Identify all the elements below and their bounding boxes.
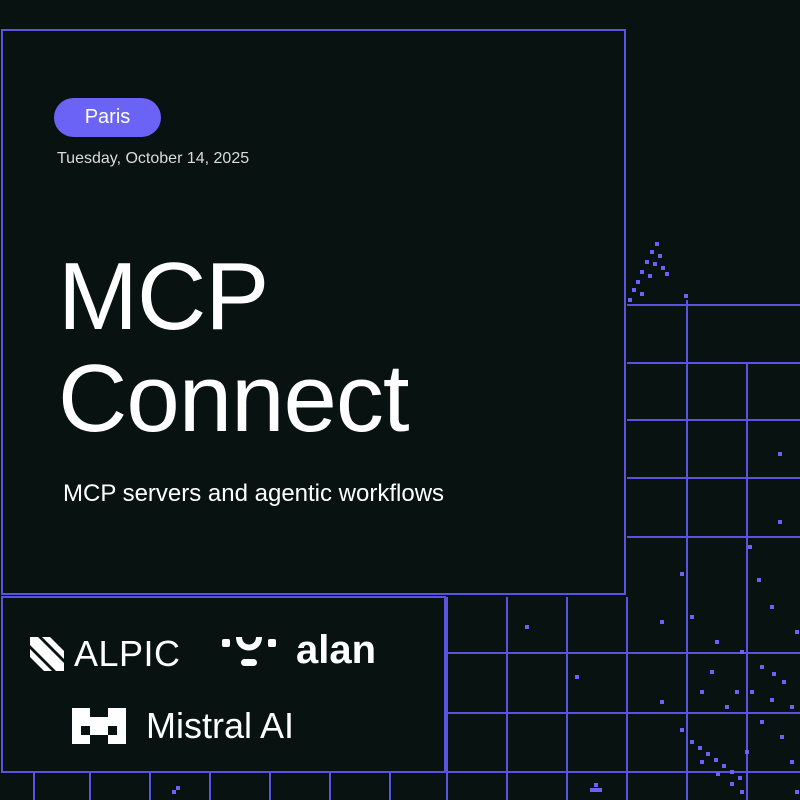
alan-wordmark: alan (296, 628, 377, 672)
mistral-wordmark: Mistral AI (146, 705, 295, 746)
title-card-frame (1, 29, 626, 595)
alpic-wordmark: ALPIC (74, 633, 181, 674)
title-line-2: Connect (58, 345, 410, 452)
event-date: Tuesday, October 14, 2025 (57, 150, 250, 167)
alan-logo-icon (222, 636, 276, 666)
alpic-logo-icon (30, 637, 64, 671)
city-badge: Paris (54, 98, 161, 137)
mistral-logo-icon (72, 708, 126, 744)
event-title: MCP Connect (58, 243, 410, 452)
event-subtitle: MCP servers and agentic workflows (63, 480, 445, 507)
mistral-logo: Mistral AI (72, 705, 294, 747)
alpic-logo: ALPIC (30, 633, 181, 675)
alan-logo: alan (222, 628, 376, 673)
title-line-1: MCP (58, 243, 269, 350)
